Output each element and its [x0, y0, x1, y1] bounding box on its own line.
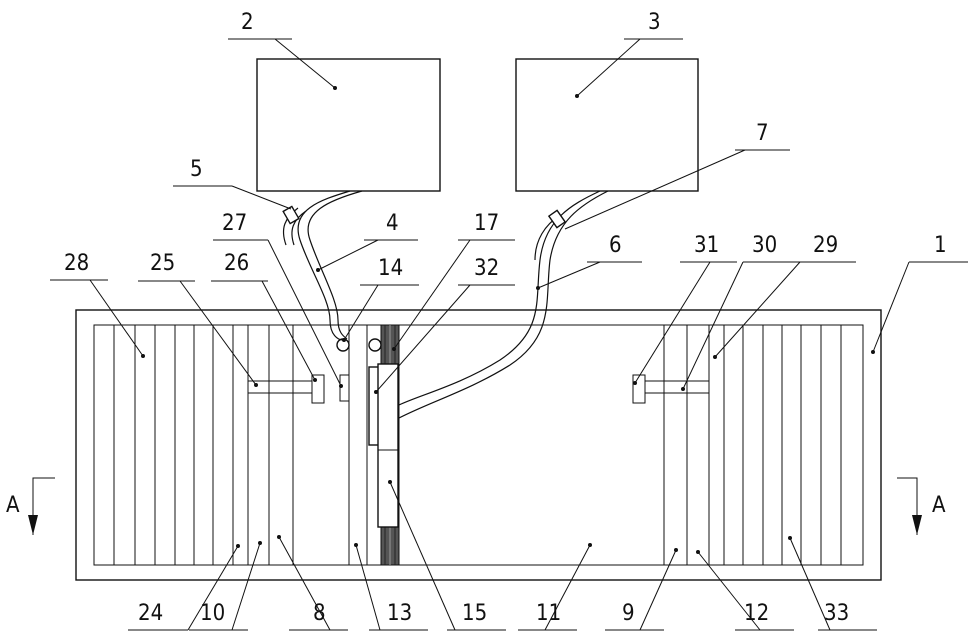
slider-block-15 — [378, 364, 398, 527]
label-8: 8 — [313, 601, 326, 626]
label-6: 6 — [609, 233, 622, 258]
box-3 — [516, 59, 698, 191]
label-32: 32 — [474, 256, 499, 281]
label-13: 13 — [387, 601, 412, 626]
label-15: 15 — [462, 601, 487, 626]
label-14: 14 — [378, 256, 403, 281]
svg-text:A: A — [932, 493, 946, 518]
label-2: 2 — [241, 10, 254, 35]
section-marker-right: A — [897, 478, 946, 535]
label-12: 12 — [744, 601, 769, 626]
label-28: 28 — [64, 251, 89, 276]
outer-frame — [76, 310, 881, 580]
label-17: 17 — [474, 211, 499, 236]
label-29: 29 — [813, 233, 838, 258]
label-9: 9 — [622, 601, 635, 626]
label-4: 4 — [386, 211, 399, 236]
svg-text:A: A — [6, 493, 20, 518]
label-25: 25 — [150, 251, 175, 276]
label-1: 1 — [934, 233, 947, 258]
label-10: 10 — [200, 601, 225, 626]
label-30: 30 — [752, 233, 777, 258]
label-33: 33 — [824, 601, 849, 626]
label-7: 7 — [756, 121, 769, 146]
box-2 — [257, 59, 440, 191]
label-3: 3 — [648, 10, 661, 35]
section-marker-left: A — [6, 478, 55, 535]
label-5: 5 — [190, 157, 203, 182]
label-27: 27 — [222, 211, 247, 236]
label-24: 24 — [138, 601, 163, 626]
label-11: 11 — [536, 601, 561, 626]
label-31: 31 — [694, 233, 719, 258]
label-26: 26 — [224, 251, 249, 276]
